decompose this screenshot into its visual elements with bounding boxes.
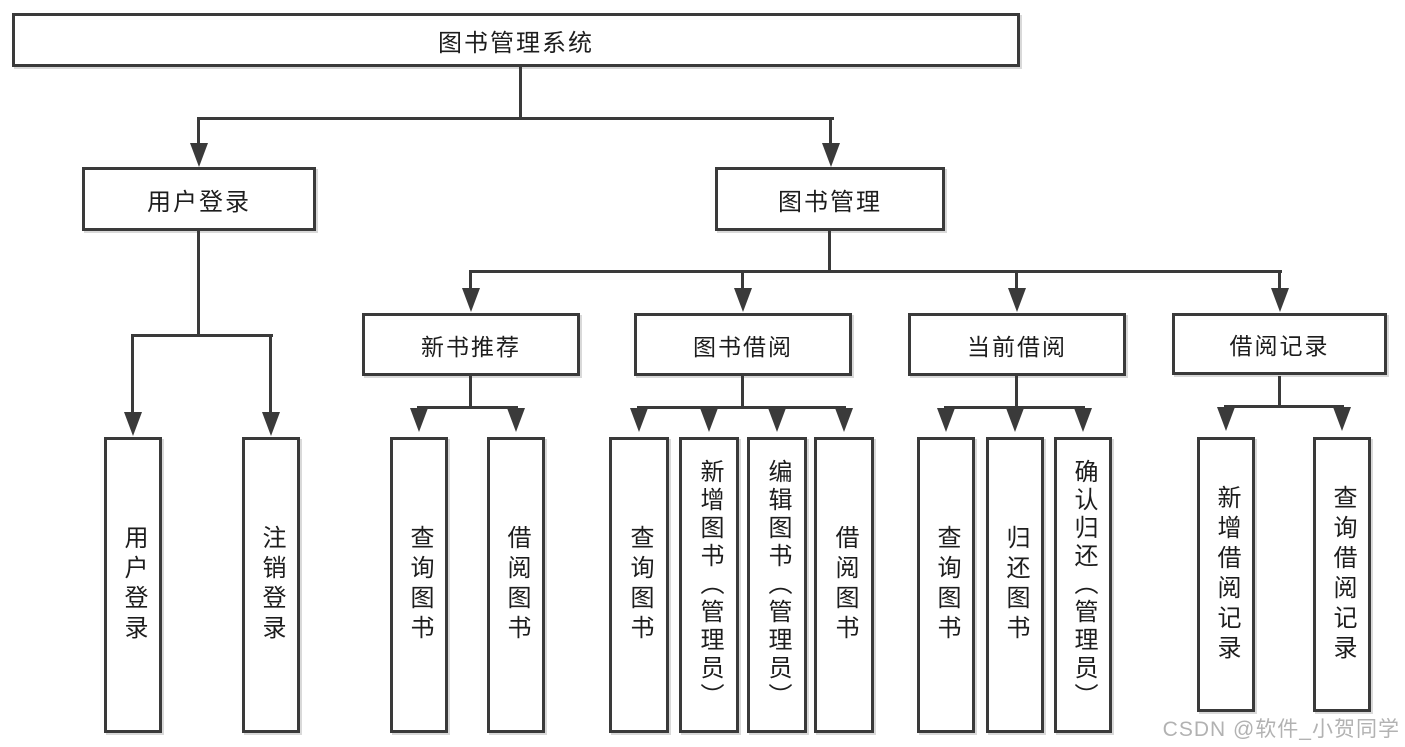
leaf-borrow-add-admin: 新增图书（管理员） <box>679 437 739 733</box>
arrowhead <box>700 408 718 432</box>
connector-line <box>1278 270 1281 290</box>
arrowhead <box>1006 408 1024 432</box>
connector-line <box>741 270 744 290</box>
arrowhead <box>190 143 208 167</box>
leaf-current-return: 归还图书 <box>986 437 1044 733</box>
arrowhead <box>768 408 786 432</box>
leaf-newbooks-borrow: 借阅图书 <box>487 437 545 733</box>
node-borrow-records: 借阅记录 <box>1172 313 1387 375</box>
connector-line <box>741 376 744 409</box>
leaf-borrow-borrow: 借阅图书 <box>814 437 874 733</box>
arrowhead <box>410 408 428 432</box>
arrowhead <box>507 408 525 432</box>
leaf-newbooks-query: 查询图书 <box>390 437 448 733</box>
arrowhead <box>937 408 955 432</box>
connector-line <box>637 406 846 409</box>
leaf-borrow-query: 查询图书 <box>609 437 669 733</box>
connector-line <box>829 117 832 147</box>
connector-line <box>469 270 1282 273</box>
leaf-user-login: 用户登录 <box>104 437 162 733</box>
connector-line <box>519 67 522 119</box>
leaf-borrow-edit-admin: 编辑图书（管理员） <box>747 437 807 733</box>
arrowhead <box>262 412 280 436</box>
arrowhead <box>124 412 142 436</box>
arrowhead <box>630 408 648 432</box>
arrowhead <box>835 408 853 432</box>
connector-line <box>944 406 1085 409</box>
node-current-borrow: 当前借阅 <box>908 313 1126 376</box>
arrowhead <box>1271 288 1289 312</box>
leaf-logout: 注销登录 <box>242 437 300 733</box>
connector-line <box>131 334 273 337</box>
node-book-borrow: 图书借阅 <box>634 313 852 376</box>
node-book-management: 图书管理 <box>715 167 945 231</box>
connector-line <box>417 406 518 409</box>
arrowhead <box>1217 407 1235 431</box>
connector-line <box>1015 376 1018 409</box>
connector-line <box>197 117 834 120</box>
connector-line <box>469 270 472 290</box>
connector-line <box>1224 405 1344 408</box>
arrowhead <box>1008 288 1026 312</box>
connector-line <box>197 231 200 337</box>
arrowhead <box>1074 408 1092 432</box>
connector-line <box>1278 376 1281 408</box>
connector-line <box>828 231 831 273</box>
arrowhead <box>1333 407 1351 431</box>
node-user-login: 用户登录 <box>82 167 316 231</box>
watermark: CSDN @软件_小贺同学 <box>1162 718 1400 741</box>
arrowhead <box>462 288 480 312</box>
connector-line <box>1015 270 1018 290</box>
arrowhead <box>734 288 752 312</box>
leaf-current-query: 查询图书 <box>917 437 975 733</box>
connector-line <box>131 334 134 413</box>
node-root: 图书管理系统 <box>12 13 1020 67</box>
connector-line <box>469 376 472 409</box>
node-new-book-recommend: 新书推荐 <box>362 313 580 376</box>
leaf-records-query: 查询借阅记录 <box>1313 437 1371 712</box>
connector-line <box>197 117 200 147</box>
leaf-records-add: 新增借阅记录 <box>1197 437 1255 712</box>
connector-line <box>269 334 272 413</box>
leaf-current-confirm-admin: 确认归还（管理员） <box>1054 437 1112 733</box>
arrowhead <box>822 143 840 167</box>
